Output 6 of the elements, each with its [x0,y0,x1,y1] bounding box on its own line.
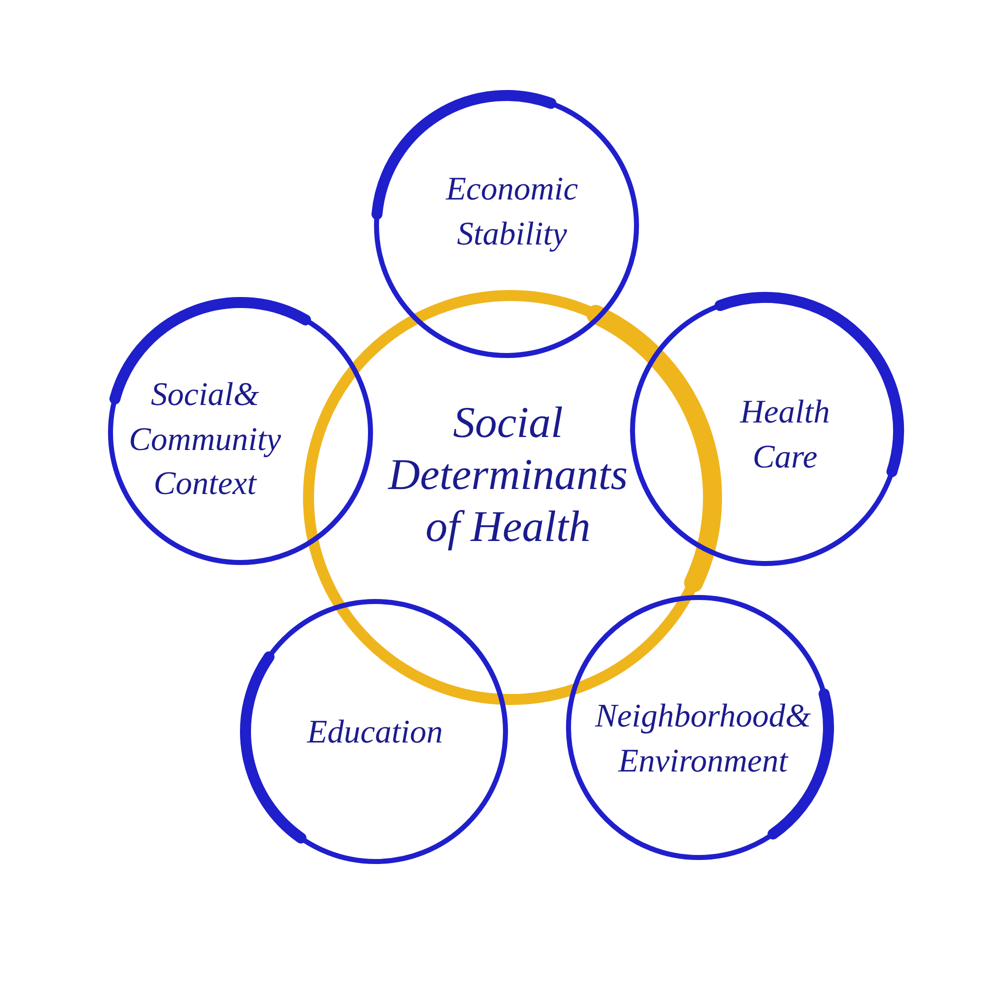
hub-title: Social Determinants of Health [388,397,628,553]
category-label: Health Care [738,393,831,477]
category-label: Social& Community Context [128,376,282,504]
category-label: Neighborhood& Environment [595,697,811,781]
category-label: Education [307,714,443,753]
category-label: Economic Stability [446,170,578,254]
